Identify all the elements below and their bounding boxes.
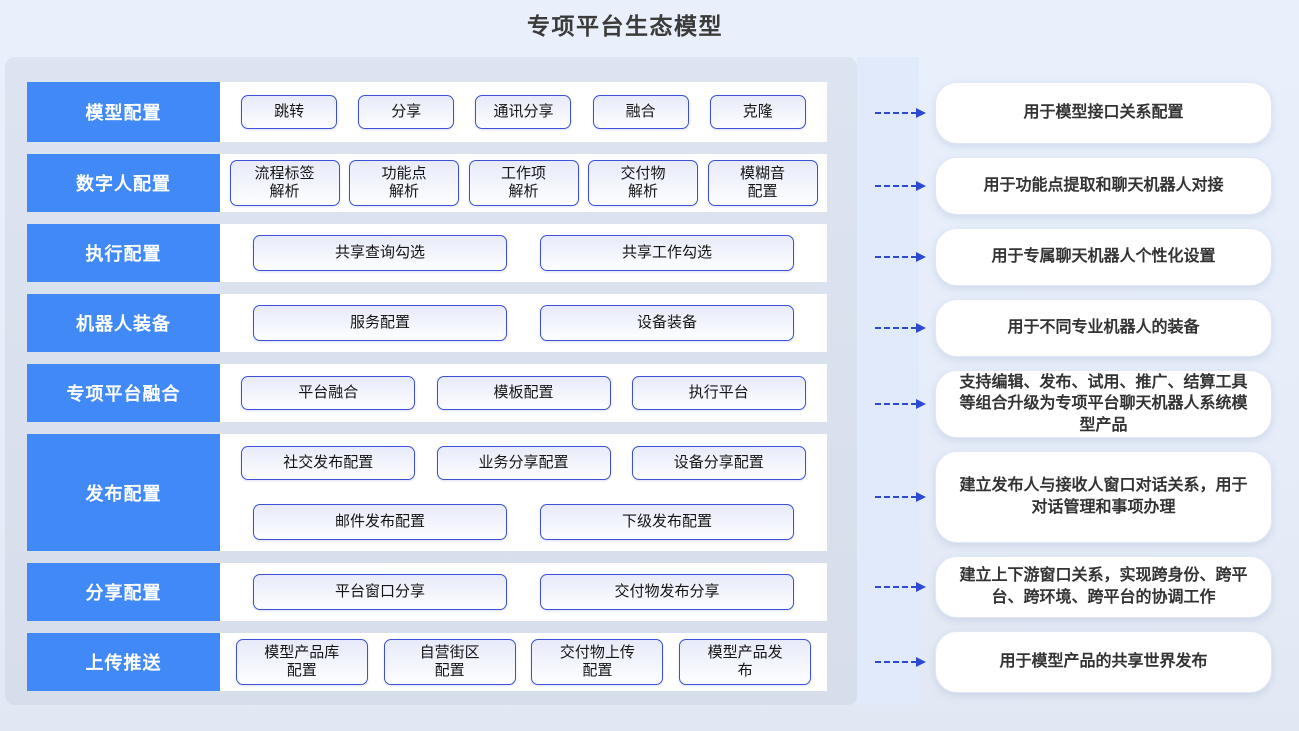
dashed-arrow-line [875,323,926,333]
feature-chip[interactable]: 执行平台 [631,376,806,410]
feature-chip[interactable]: 平台窗口分享 [253,574,507,610]
output-item: 用于模型接口关系配置 [857,82,1272,144]
category-label: 模型配置 [27,82,220,142]
feature-chip[interactable]: 模型产品发 布 [679,639,812,685]
feature-chip[interactable]: 共享查询勾选 [253,235,507,271]
output-item: 用于不同专业机器人的装备 [857,299,1272,357]
feature-chip[interactable]: 融合 [592,95,689,129]
chip-area: 社交发布配置业务分享配置设备分享配置邮件发布配置下级发布配置 [220,434,827,551]
category-label: 专项平台融合 [27,364,220,422]
feature-chip[interactable]: 模糊音 配置 [707,160,818,206]
right-description-column: 用于模型接口关系配置 用于功能点提取和聊天机器人对接 用于专属聊天机器人个性化设… [857,57,1299,705]
dashed-arrow-icon [857,108,935,118]
feature-chip[interactable]: 交付物 解析 [588,160,698,206]
chip-row: 平台融合模板配置执行平台 [220,364,827,422]
dashed-arrow-icon [857,492,935,502]
dashed-arrow-icon [857,657,935,667]
chip-row: 流程标签 解析功能点 解析工作项 解析交付物 解析模糊音 配置 [220,154,827,212]
category-row: 机器人装备 服务配置设备装备 [27,294,827,352]
output-item: 用于专属聊天机器人个性化设置 [857,228,1272,286]
output-item: 用于功能点提取和聊天机器人对接 [857,157,1272,215]
chip-area: 共享查询勾选共享工作勾选 [220,224,827,282]
category-row: 执行配置 共享查询勾选共享工作勾选 [27,224,827,282]
feature-chip[interactable]: 设备分享配置 [631,446,806,481]
chip-area: 服务配置设备装备 [220,294,827,352]
dashed-arrow-icon [857,582,935,592]
feature-chip[interactable]: 社交发布配置 [241,446,416,481]
chip-area: 平台窗口分享交付物发布分享 [220,563,827,621]
feature-chip[interactable]: 下级发布配置 [540,503,794,540]
description-card: 支持编辑、发布、试用、推广、结算工具等组合升级为专项平台聊天机器人系统模型产品 [935,370,1272,438]
chip-area: 跳转分享通讯分享融合克隆 [220,82,827,142]
category-row: 模型配置 跳转分享通讯分享融合克隆 [27,82,827,142]
feature-chip[interactable]: 跳转 [241,95,338,129]
dashed-arrow-line [875,582,926,592]
chip-row: 社交发布配置业务分享配置设备分享配置 [220,434,827,493]
dashed-arrow-line [875,252,926,262]
feature-chip[interactable]: 设备装备 [540,305,794,341]
description-card: 用于模型接口关系配置 [935,82,1272,144]
category-row: 发布配置 社交发布配置业务分享配置设备分享配置邮件发布配置下级发布配置 [27,434,827,551]
chip-row: 服务配置设备装备 [220,294,827,352]
category-row: 分享配置 平台窗口分享交付物发布分享 [27,563,827,621]
description-card: 用于专属聊天机器人个性化设置 [935,228,1272,286]
chip-area: 模型产品库 配置自营街区 配置交付物上传 配置模型产品发 布 [220,633,827,691]
category-label: 执行配置 [27,224,220,282]
dashed-arrow-line [875,399,926,409]
output-item: 支持编辑、发布、试用、推广、结算工具等组合升级为专项平台聊天机器人系统模型产品 [857,370,1272,438]
dashed-arrow-line [875,657,926,667]
category-row: 专项平台融合 平台融合模板配置执行平台 [27,364,827,422]
chip-row: 跳转分享通讯分享融合克隆 [220,82,827,142]
dashed-arrow-line [875,181,926,191]
feature-chip[interactable]: 交付物发布分享 [540,574,794,610]
category-label: 上传推送 [27,633,220,691]
feature-chip[interactable]: 业务分享配置 [436,446,611,481]
category-label: 分享配置 [27,563,220,621]
dashed-arrow-icon [857,323,935,333]
dashed-arrow-icon [857,181,935,191]
feature-chip[interactable]: 模板配置 [436,376,611,410]
feature-chip[interactable]: 交付物上传 配置 [531,639,664,685]
chip-row: 平台窗口分享交付物发布分享 [220,563,827,621]
description-card: 用于不同专业机器人的装备 [935,299,1272,357]
feature-chip[interactable]: 克隆 [709,95,806,129]
chip-area: 流程标签 解析功能点 解析工作项 解析交付物 解析模糊音 配置 [220,154,827,212]
page-title: 专项平台生态模型 [527,13,723,39]
output-item: 用于模型产品的共享世界发布 [857,631,1272,693]
chip-row: 邮件发布配置下级发布配置 [220,493,827,552]
chip-row: 共享查询勾选共享工作勾选 [220,224,827,282]
left-panel: 模型配置 跳转分享通讯分享融合克隆 数字人配置 流程标签 解析功能点 解析工作项… [5,57,857,705]
description-card: 建立发布人与接收人窗口对话关系，用于对话管理和事项办理 [935,451,1272,543]
dashed-arrow-line [875,492,926,502]
category-row: 上传推送 模型产品库 配置自营街区 配置交付物上传 配置模型产品发 布 [27,633,827,691]
description-card: 用于功能点提取和聊天机器人对接 [935,157,1272,215]
feature-chip[interactable]: 功能点 解析 [349,160,459,206]
feature-chip[interactable]: 模型产品库 配置 [235,639,368,685]
feature-chip[interactable]: 工作项 解析 [468,160,579,206]
feature-chip[interactable]: 分享 [358,95,455,129]
dashed-arrow-line [875,108,926,118]
category-label: 数字人配置 [27,154,220,212]
description-card: 建立上下游窗口关系，实现跨身份、跨平台、跨环境、跨平台的协调工作 [935,556,1272,618]
feature-chip[interactable]: 平台融合 [241,376,416,410]
chip-row: 模型产品库 配置自营街区 配置交付物上传 配置模型产品发 布 [220,633,827,691]
output-item: 建立上下游窗口关系，实现跨身份、跨平台、跨环境、跨平台的协调工作 [857,556,1272,618]
feature-chip[interactable]: 邮件发布配置 [253,503,507,540]
dashed-arrow-icon [857,399,935,409]
feature-chip[interactable]: 通讯分享 [475,95,572,129]
feature-chip[interactable]: 服务配置 [253,305,507,341]
chip-area: 平台融合模板配置执行平台 [220,364,827,422]
description-card: 用于模型产品的共享世界发布 [935,631,1272,693]
feature-chip[interactable]: 共享工作勾选 [540,235,794,271]
feature-chip[interactable]: 自营街区 配置 [383,639,516,685]
output-item: 建立发布人与接收人窗口对话关系，用于对话管理和事项办理 [857,451,1272,543]
category-row: 数字人配置 流程标签 解析功能点 解析工作项 解析交付物 解析模糊音 配置 [27,154,827,212]
feature-chip[interactable]: 流程标签 解析 [229,160,340,206]
dashed-arrow-icon [857,252,935,262]
category-label: 发布配置 [27,434,220,551]
category-label: 机器人装备 [27,294,220,352]
